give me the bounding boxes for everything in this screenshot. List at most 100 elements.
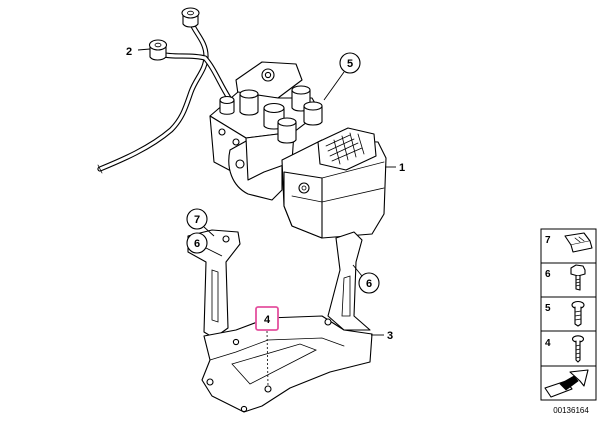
solenoid-valves: [219, 85, 323, 144]
callout-6-left-leader: [205, 247, 223, 257]
callout-4-dashed-leader: [266, 330, 269, 387]
bracket-hole-1: [206, 378, 214, 386]
callout-2[interactable]: 2: [126, 46, 151, 58]
control-unit-edge: [321, 161, 385, 179]
figure-id: 00136164: [553, 406, 589, 415]
line-connector-left: [148, 39, 168, 61]
housing-screw: [298, 182, 310, 194]
callout-6-left[interactable]: 6: [186, 232, 223, 257]
parts-legend: 7 6 5 4: [540, 228, 597, 415]
bracket-left-arm: [187, 229, 241, 339]
block-port-1: [218, 128, 226, 136]
connector-top-cap: [181, 7, 200, 19]
mount-nut-bore: [264, 71, 272, 79]
bracket-base-edge: [209, 337, 345, 361]
bracket-right-arm: [327, 231, 371, 331]
connector-left-hole: [154, 42, 162, 48]
hex-bolt-head: [570, 264, 586, 277]
valve-5: [303, 105, 323, 126]
callout-5[interactable]: 5: [323, 52, 361, 101]
line-connector-top: [181, 7, 200, 28]
bracket-left-hole: [222, 235, 230, 243]
ecu-connector-pins-2: [333, 132, 365, 165]
bracket-right-arm-fold: [341, 275, 351, 317]
callout-1[interactable]: 1: [385, 162, 405, 174]
valve-1-top: [219, 95, 235, 105]
housing-screw-center: [301, 185, 307, 191]
callout-7-ring: [186, 208, 208, 230]
hex-bolt-icon: [570, 264, 586, 291]
control-unit-front-face: [283, 171, 323, 239]
legend-label-7: 7: [545, 235, 551, 246]
legend-label-4: 4: [545, 338, 551, 349]
callout-1-label: 1: [399, 162, 405, 174]
valve-6-top: [277, 117, 297, 127]
valve-5-top: [303, 101, 323, 111]
legend-row-5[interactable]: [540, 296, 597, 332]
callout-6-right-label: 6: [366, 278, 372, 290]
block-port-2: [232, 138, 240, 146]
bracket-hole-3: [240, 405, 248, 413]
hose-inner-long: [98, 20, 208, 171]
ecu-connector: [317, 127, 377, 171]
valve-2: [239, 93, 259, 116]
mounting-bracket: [187, 229, 373, 413]
callout-7[interactable]: 7: [186, 208, 215, 237]
abs-hydraulic-unit: [209, 61, 387, 239]
callout-5-label: 5: [347, 58, 353, 70]
callout-4-selected[interactable]: 4: [255, 306, 279, 387]
screw-shank: [574, 306, 582, 327]
valve-2-top: [239, 89, 259, 99]
valve-3-top: [263, 102, 285, 114]
callout-4-highlight-box: [255, 306, 279, 331]
legend-row-6[interactable]: [540, 262, 597, 298]
callout-6-left-label: 6: [194, 238, 200, 250]
hex-bolt-thread: [575, 278, 581, 287]
callout-5-leader: [323, 71, 345, 101]
long-screw-thread: [575, 344, 581, 359]
bracket-hole-5: [232, 338, 240, 346]
screw-thread: [574, 310, 582, 321]
clip-nut-tabs: [574, 236, 585, 243]
callout-7-label: 7: [194, 214, 200, 226]
control-unit-seam: [291, 187, 385, 203]
legend-label-5: 5: [545, 303, 551, 314]
long-screw-icon: [571, 335, 585, 363]
hose-end-cap: [97, 164, 103, 174]
ecu-connector-shell: [317, 127, 377, 171]
callout-6-left-ring: [186, 232, 208, 254]
callout-5-ring: [339, 52, 361, 74]
bracket-base-plate: [201, 315, 373, 413]
callout-6-right-ring: [358, 272, 380, 294]
hose-outer-short: [157, 51, 232, 101]
bracket-hole-4: [324, 318, 332, 326]
bracket-base-cutout: [231, 343, 317, 385]
bracket-hole-2: [264, 385, 272, 393]
screw-icon: [571, 300, 585, 327]
clip-nut-bottom: [570, 240, 593, 253]
callout-3[interactable]: 3: [371, 330, 393, 342]
arrow-shaft: [559, 375, 579, 391]
hose-inner-short: [158, 52, 231, 100]
callout-6-right[interactable]: 6: [352, 264, 380, 294]
brake-lines: [97, 19, 232, 174]
callout-2-label: 2: [126, 46, 132, 58]
ecu-connector-pins-1: [325, 134, 363, 162]
clip-nut-icon: [564, 232, 593, 253]
arrow-icon[interactable]: [544, 369, 589, 398]
arrow-head: [569, 369, 589, 387]
long-screw-shank: [575, 340, 581, 363]
valve-4-top: [291, 85, 311, 95]
connector-top-hole: [187, 10, 194, 16]
block-port-3: [235, 159, 245, 169]
callout-2-leader: [137, 48, 151, 51]
bracket-left-arm-fold: [211, 269, 219, 323]
callout-4-label: 4: [264, 314, 271, 326]
callout-6-right-leader: [352, 264, 363, 277]
valve-6: [277, 121, 297, 144]
legend-label-6: 6: [545, 269, 551, 280]
callout-3-label: 3: [387, 330, 393, 342]
callout-7-leader: [203, 226, 215, 237]
